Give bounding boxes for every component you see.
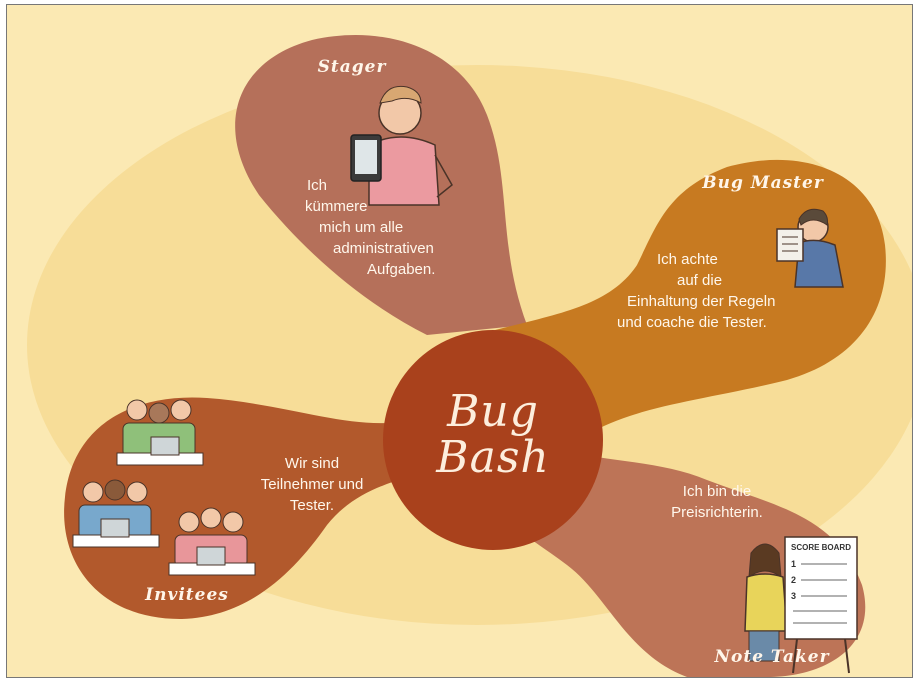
invitees-group-right: [168, 507, 256, 576]
score-board-heading: SCORE BOARD: [791, 543, 851, 552]
note-taker-description: Ich bin die Preisrichterin.: [647, 481, 787, 523]
invitees-title: Invitees: [145, 585, 229, 605]
stager-character-illustration: [350, 85, 453, 206]
note-taker-text-line: Preisrichterin.: [671, 504, 763, 521]
stager-description: Ich kümmere mich um alle administrativen…: [297, 175, 477, 280]
invitees-description: Wir sind Teilnehmer und Tester.: [247, 453, 377, 516]
diagram-frame: SCORE BOARD 1 2 3 Stager Ich kümmere mic…: [6, 4, 913, 678]
center-title-line-2: Bash: [436, 432, 550, 483]
bug-master-text-line: auf die: [677, 272, 723, 289]
bug-master-character-illustration: [776, 208, 844, 288]
center-title-line-1: Bug: [447, 386, 539, 437]
score-board-row-1: 1: [791, 559, 796, 569]
note-taker-title: Note Taker: [714, 647, 830, 667]
bug-bash-diagram: SCORE BOARD 1 2 3: [27, 35, 912, 677]
invitees-text-line: Wir sind: [284, 455, 340, 472]
stager-title: Stager: [317, 57, 387, 77]
note-taker-text-line: Ich bin die: [682, 483, 752, 500]
center-circle: [383, 330, 603, 550]
invitees-text-line: Teilnehmer und: [260, 476, 364, 493]
stager-text-line: Aufgaben.: [367, 261, 436, 278]
stager-text-line: Ich: [307, 177, 328, 194]
note-taker-character-illustration: [744, 543, 788, 662]
score-board: SCORE BOARD 1 2 3: [784, 536, 858, 674]
stager-text-line: kümmere: [305, 198, 368, 215]
bug-master-description: Ich achte auf die Einhaltung der Regeln …: [617, 249, 827, 333]
bug-master-title: Bug Master: [702, 173, 824, 193]
score-board-row-3: 3: [791, 591, 796, 601]
invitees-group-left: [72, 479, 160, 548]
invitees-text-line: Tester.: [289, 497, 335, 514]
score-board-row-2: 2: [791, 575, 796, 585]
bug-master-text-line: Ich achte: [657, 251, 718, 268]
invitees-group-top: [116, 399, 204, 466]
stager-text-line: mich um alle: [319, 219, 404, 236]
bug-master-text-line: Einhaltung der Regeln: [627, 293, 776, 310]
stager-text-line: administrativen: [333, 240, 434, 257]
bug-master-text-line: und coache die Tester.: [617, 314, 767, 331]
center-title: Bug Bash: [393, 389, 593, 481]
